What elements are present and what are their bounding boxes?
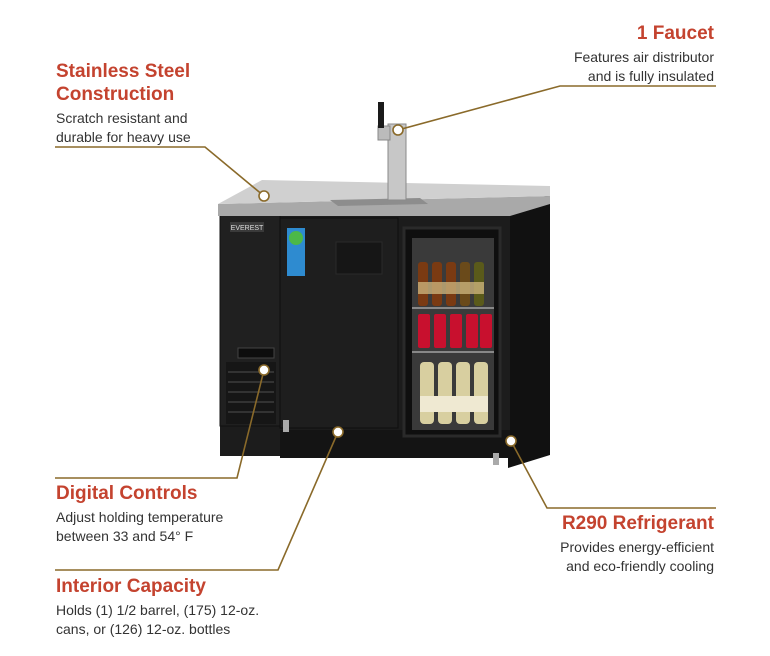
energy-sticker [287,228,305,276]
callout-digital: Digital Controls Adjust holding temperat… [56,482,223,546]
callout-digital-title: Digital Controls [56,483,198,504]
callout-faucet-desc-1: Features air distributor [573,49,714,65]
leader-refrigerant [510,440,716,509]
leader-stainless [55,146,265,197]
callout-faucet-desc-2: and is fully insulated [587,68,714,84]
leader-faucet [397,85,716,131]
leader-digital [55,369,265,479]
soda-cans [418,314,492,348]
callout-stainless-desc-2: durable for heavy use [56,129,191,145]
callout-stainless-title-1: Stainless Steel [56,61,191,82]
callout-capacity-title: Interior Capacity [56,576,206,597]
beer-bottles [418,262,484,306]
dot-digital [258,364,270,376]
digital-display [237,347,275,359]
callout-refrigerant-desc-1: Provides energy-efficient [560,539,714,555]
faucet-tower [377,102,407,201]
callout-capacity-desc-2: cans, or (126) 12-oz. bottles [56,621,231,637]
tap-handle [378,102,384,128]
callout-stainless: Stainless Steel Construction Scratch res… [56,60,191,147]
callout-stainless-title-2: Construction [56,84,175,105]
dot-refrigerant [505,435,517,447]
door-handle [335,241,383,275]
cabinet-side [508,195,550,468]
callout-refrigerant-title: R290 Refrigerant [561,513,714,534]
dot-stainless [258,190,270,202]
callout-refrigerant: R290 Refrigerant Provides energy-efficie… [560,512,714,576]
callout-faucet-title: 1 Faucet [636,23,714,44]
dot-capacity [332,426,344,438]
callout-digital-desc-2: between 33 and 54° F [56,528,194,544]
callout-capacity-desc-1: Holds (1) 1/2 barrel, (175) 12-oz. [56,602,260,618]
callout-dots [258,124,517,447]
leader-capacity [55,431,339,571]
callout-digital-desc-1: Adjust holding temperature [56,509,224,525]
callout-refrigerant-desc-2: and eco-friendly cooling [566,558,714,574]
leader-lines [55,85,716,571]
foot-left [283,420,289,432]
foot-right [493,453,499,465]
brand-badge [230,222,264,232]
wine-bottles [420,362,488,424]
vent-grill [226,362,276,424]
stainless-top [218,180,550,204]
callout-capacity: Interior Capacity Holds (1) 1/2 barrel, … [56,575,259,639]
top-edge [218,196,550,216]
dot-faucet [392,124,404,136]
callout-faucet: 1 Faucet Features air distributor and is… [574,22,714,86]
callout-stainless-desc-1: Scratch resistant and [56,110,188,126]
brand-badge-text: EVEREST [231,225,264,232]
